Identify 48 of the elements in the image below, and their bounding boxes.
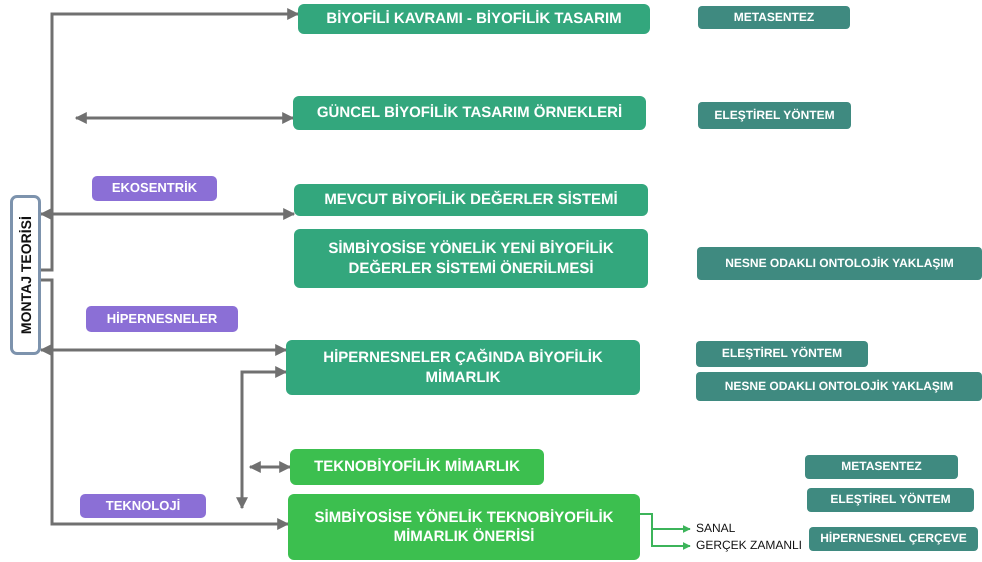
node-text: SANAL	[696, 521, 736, 537]
theme-tag	[92, 176, 217, 201]
method-box	[809, 527, 978, 551]
arrow	[40, 208, 296, 220]
node-text: MONTAJ TEORİSİ	[16, 216, 34, 334]
arrow	[41, 278, 290, 530]
arrow	[236, 366, 288, 510]
node-text: SİMBİYOSİSE YÖNELİK YENİ BİYOFİLİK DEĞERLER SİSTEMİ ÖNERİLMESİ	[327, 239, 615, 278]
arrow	[640, 513, 691, 550]
method-box	[698, 102, 851, 129]
method-box	[696, 341, 868, 367]
node-text: BİYOFİLİ KAVRAMI - BİYOFİLİK TASARIM	[326, 9, 622, 29]
topic-box	[286, 340, 640, 395]
method-box	[698, 6, 850, 29]
node-text: ELEŞTİREL YÖNTEM	[722, 346, 842, 362]
method-box	[697, 247, 982, 280]
arrow	[40, 344, 288, 356]
node-text: HİPERNESNELER ÇAĞINDA BİYOFİLİK MİMARLIK	[322, 348, 604, 387]
method-box	[805, 455, 958, 479]
topic-box	[294, 184, 648, 216]
node-text: GERÇEK ZAMANLI	[696, 538, 802, 554]
node-text: HİPERNESNEL ÇERÇEVE	[820, 531, 967, 547]
theme-tag	[80, 494, 206, 518]
node-text: SİMBİYOSİSE YÖNELİK TEKNOBİYOFİLİK MİMARLIK ÖNERİSİ	[314, 508, 614, 546]
node-text: EKOSENTRİK	[112, 180, 198, 197]
node-text: MEVCUT BİYOFİLİK DEĞERLER SİSTEMİ	[324, 190, 618, 210]
topic-box	[288, 494, 640, 560]
node-text: ELEŞTİREL YÖNTEM	[830, 492, 951, 508]
node-text: HİPERNESNELER	[106, 310, 218, 328]
topic-box	[293, 96, 646, 130]
arrow	[74, 112, 294, 124]
node-text: METASENTEZ	[734, 10, 814, 26]
method-box	[807, 488, 974, 512]
theme-tag	[86, 306, 238, 332]
node-text: GÜNCEL BİYOFİLİK TASARIM ÖRNEKLERİ	[316, 103, 622, 123]
node-text: NESNE ODAKLI ONTOLOJİK YAKLAŞIM	[724, 378, 954, 394]
node-text: ELEŞTİREL YÖNTEM	[714, 108, 835, 124]
topic-box	[290, 449, 544, 485]
topic-box	[294, 229, 648, 288]
topic-box	[298, 4, 650, 34]
node-text: TEKNOBİYOFİLİK MİMARLIK	[314, 457, 520, 477]
title-frame	[10, 195, 41, 355]
node-text: NESNE ODAKLI ONTOLOJİK YAKLAŞIM	[725, 256, 954, 272]
arrow	[248, 461, 292, 473]
node-text: TEKNOLOJİ	[106, 498, 180, 514]
node-text: METASENTEZ	[841, 459, 922, 475]
method-box	[696, 372, 982, 401]
arrow	[41, 8, 300, 272]
